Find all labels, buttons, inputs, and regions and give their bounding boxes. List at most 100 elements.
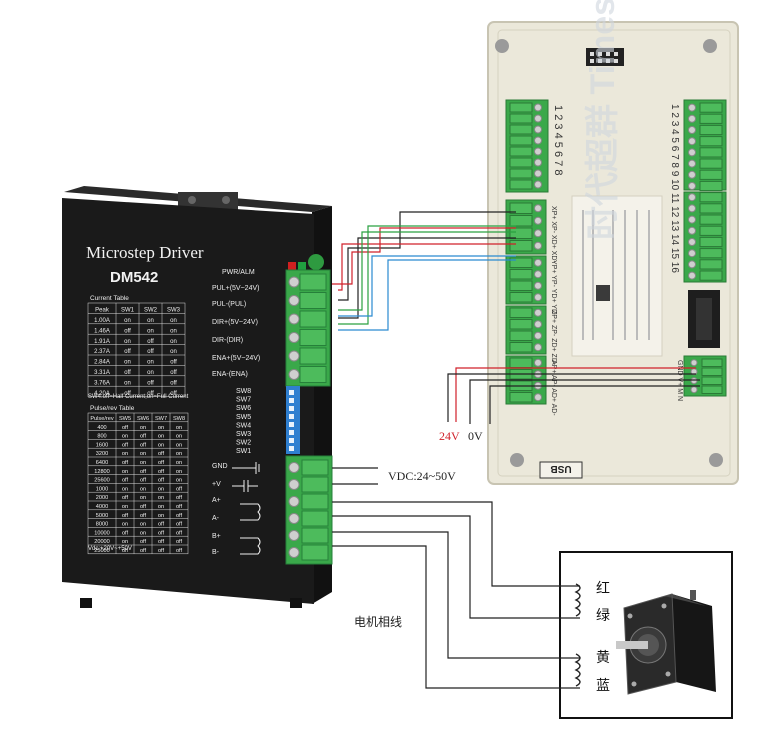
table-cell: off [122, 425, 129, 431]
dip-switch[interactable] [286, 386, 300, 454]
table-header-cell: SW6 [137, 416, 149, 422]
table-cell: on [140, 425, 146, 431]
table-cell: off [140, 513, 147, 519]
signal-label: DIR+(5V~24V) [212, 319, 258, 326]
wire-color-red: 红 [596, 580, 610, 596]
terminal-symbols [232, 462, 261, 555]
table-cell: off [176, 530, 183, 536]
power-0v-label: 0V [468, 429, 483, 443]
table-cell: off [158, 469, 165, 475]
motor-box [559, 551, 733, 719]
table-cell: on [140, 495, 146, 501]
wire-color-green: 绿 [596, 607, 610, 623]
table-cell: off [122, 548, 129, 554]
table-cell: on [140, 451, 146, 457]
power-terminal-label: B+ [212, 533, 221, 540]
signal-label: DIR-(DIR) [212, 337, 243, 344]
table-cell: off [140, 539, 147, 545]
table-cell: off [158, 460, 165, 466]
coil-b-icon [574, 653, 581, 687]
power-terminal-label: GND [212, 463, 228, 470]
table-cell: on [147, 328, 154, 334]
table-header-cell: SW5 [119, 416, 131, 422]
switch-label: SW6 [236, 405, 251, 412]
table-cell: on [124, 380, 131, 386]
table-cell: 2.84A [94, 360, 110, 366]
table-cell: off [140, 434, 147, 440]
switch-label: SW2 [236, 440, 251, 447]
table-cell: 3.31A [94, 370, 110, 376]
table-cell: on [147, 318, 154, 324]
table-cell: off [140, 548, 147, 554]
pwr-alm-label: PWR/ALM [222, 269, 255, 276]
table-cell: 800 [97, 434, 106, 440]
table-cell: on [124, 339, 131, 345]
table-cell: on [170, 349, 177, 355]
stepper-driver: Microstep Driver DM542 Current Table Pea… [62, 186, 333, 608]
table-cell: on [170, 328, 177, 334]
table-cell: 1.46A [94, 328, 110, 334]
signal-label: PUL-(PUL) [212, 301, 246, 308]
table-cell: on [122, 434, 128, 440]
switch-label: SW3 [236, 431, 251, 438]
a-axis-label: AP+ AP- AD+ AD- [550, 360, 557, 416]
wire-color-blue: 蓝 [596, 677, 610, 693]
table-cell: on [170, 339, 177, 345]
table-cell: 25600 [94, 478, 110, 484]
z-axis-label: ZP+ ZP- ZD+ ZD- [550, 310, 557, 366]
switch-label: SW4 [236, 422, 251, 429]
table-cell: on [140, 530, 146, 536]
table-cell: on [147, 360, 154, 366]
usb-label: USB [550, 463, 571, 474]
vdc-label: VDC:24~50V [388, 469, 456, 483]
y-axis-label: YP+ YP- YD+ YD- [550, 260, 557, 317]
power-terminal-label: A+ [212, 497, 221, 504]
power-terminal-label: +V [212, 481, 221, 488]
table-cell: off [124, 349, 131, 355]
stepper-motor-icon [616, 590, 716, 695]
table-cell: off [170, 391, 177, 397]
table-cell: off [140, 504, 147, 510]
table-cell: 1.00A [94, 318, 110, 324]
table-cell: on [176, 478, 182, 484]
driver-model: DM542 [110, 269, 158, 286]
table-cell: off [124, 391, 131, 397]
qc-sticker [308, 254, 324, 270]
pulse-table-title: Pulse/rev Table [90, 405, 135, 412]
table-cell: off [147, 349, 154, 355]
pulse-table-footnote: Vdc:+20V~+50V [88, 546, 132, 552]
table-cell: 4000 [96, 504, 108, 510]
signal-label: ENA-(ENA) [212, 371, 248, 378]
table-cell: on [147, 370, 154, 376]
table-cell: off [176, 539, 183, 545]
wiring [332, 211, 700, 689]
table-cell: on [176, 469, 182, 475]
table-cell: off [147, 380, 154, 386]
table-cell: off [122, 478, 129, 484]
table-cell: off [158, 451, 165, 457]
switch-label: SW5 [236, 414, 251, 421]
table-header-cell: SW3 [167, 308, 181, 314]
table-cell: off [176, 522, 183, 528]
table-cell: on [176, 442, 182, 448]
table-header-cell: Peak [95, 308, 110, 314]
table-cell: 25000 [94, 548, 110, 554]
motion-controller: 1 2 3 4 5 6 7 8 XP+ XP- XD+ XD- YP+ YP- … [487, 0, 739, 485]
motor-phase-label: 电机相线 [354, 615, 402, 629]
brand-logo-icon [596, 285, 610, 301]
current-table-footnote: SW4:off=Half Current;on=Full Current [88, 394, 189, 400]
screw-icon [510, 453, 524, 467]
table-cell: 10000 [94, 530, 110, 536]
signal-label: ENA+(5V~24V) [212, 355, 260, 362]
table-cell: on [122, 469, 128, 475]
table-cell: off [158, 539, 165, 545]
table-cell: off [158, 548, 165, 554]
coil-a-icon [574, 583, 581, 617]
table-cell: 20000 [94, 539, 110, 545]
watermark: 时代超群 Times Brilliant [584, 0, 622, 240]
table-cell: on [122, 486, 128, 492]
table-cell: on [158, 434, 164, 440]
table-cell: on [176, 425, 182, 431]
